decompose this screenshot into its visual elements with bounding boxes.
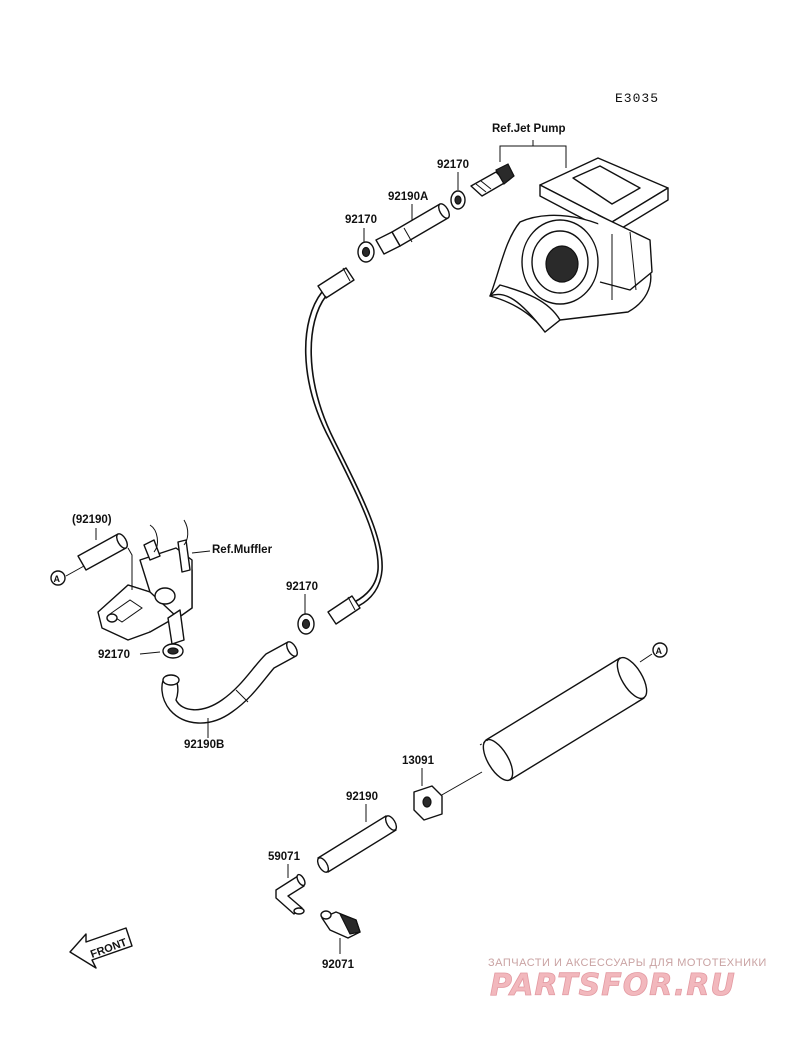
clamp-mid bbox=[297, 613, 315, 635]
marker-a-right: A bbox=[639, 642, 668, 663]
clamp-muffler-label: 92170 bbox=[98, 649, 130, 661]
elbow-fitting-label: 59071 bbox=[268, 851, 301, 863]
hose-92190a bbox=[391, 203, 450, 247]
clamp-top-left bbox=[357, 231, 401, 263]
front-arrow: FRONT bbox=[69, 927, 133, 969]
clamp-mid-label: 92170 bbox=[286, 581, 318, 593]
marker-a-left-text: A bbox=[54, 574, 61, 584]
hose-92190-muffler bbox=[77, 533, 128, 571]
hose-a-label: 92190A bbox=[388, 191, 428, 203]
long-tube bbox=[304, 267, 383, 625]
nozzle-fitting-label: 92071 bbox=[322, 959, 355, 971]
ref-muffler-label: Ref.Muffler bbox=[212, 544, 273, 556]
jet-pump-housing bbox=[489, 157, 669, 333]
clamp-top-left-label: 92170 bbox=[345, 214, 377, 226]
ref-jet-pump-label: Ref.Jet Pump bbox=[492, 123, 566, 135]
hose-bottom-label: 92190 bbox=[346, 791, 378, 803]
connector-13091 bbox=[413, 785, 443, 821]
watermark-caption: ЗАПЧАСТИ И АКСЕССУАРЫ ДЛЯ МОТОТЕХНИКИ bbox=[488, 957, 767, 969]
hose-92190b bbox=[161, 641, 298, 724]
nozzle-fitting-92071 bbox=[320, 910, 361, 939]
elbow-fitting-59071 bbox=[275, 873, 306, 915]
hose-paren-label: (92190) bbox=[72, 514, 112, 526]
hose-92190-bottom bbox=[316, 815, 398, 873]
clamp-muffler bbox=[162, 643, 184, 659]
clamp-top-right-label: 92170 bbox=[437, 159, 469, 171]
diagram-code: E3035 bbox=[615, 91, 659, 106]
muffler-body bbox=[97, 519, 193, 645]
connector-label: 13091 bbox=[402, 755, 435, 767]
jet-pump-fitting bbox=[470, 163, 515, 197]
clamp-top-right bbox=[450, 190, 466, 210]
watermark: ЗАПЧАСТИ И АКСЕССУАРЫ ДЛЯ МОТОТЕХНИКИ PA… bbox=[488, 957, 767, 1003]
watermark-logo: PARTSFOR.RU bbox=[490, 968, 736, 1003]
ref-jet-pump-callout: Ref.Jet Pump bbox=[492, 123, 567, 168]
marker-a-left: A bbox=[50, 565, 85, 586]
marker-a-right-text: A bbox=[656, 646, 663, 656]
hose-b-label: 92190B bbox=[184, 739, 224, 751]
filter-cylinder bbox=[479, 656, 648, 782]
